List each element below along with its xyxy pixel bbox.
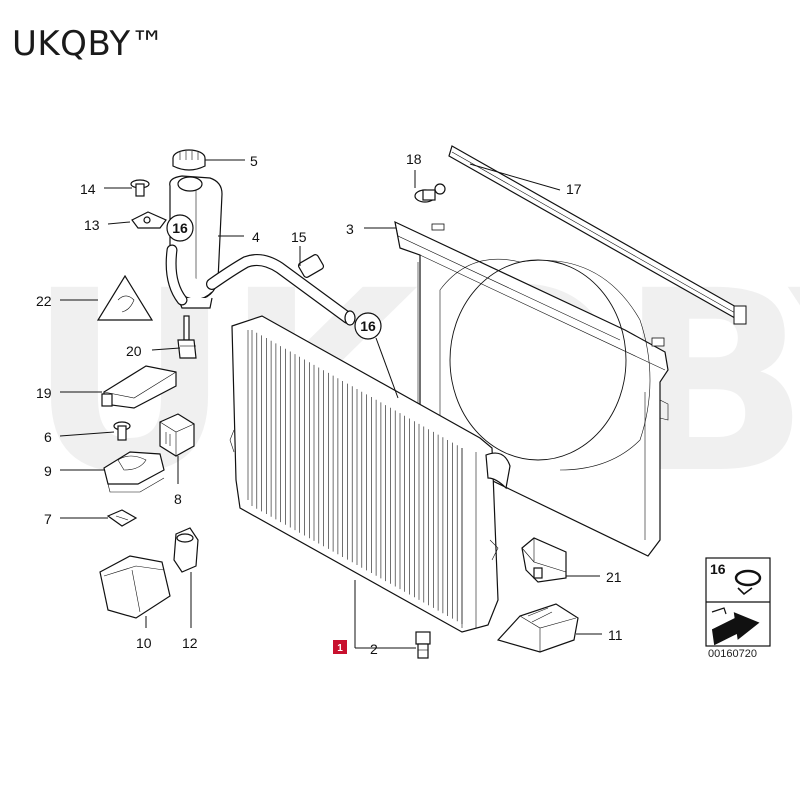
leader-lines xyxy=(59,159,602,649)
legend-box: 16 xyxy=(705,557,771,647)
radiator[interactable] xyxy=(229,315,511,633)
drain-plug[interactable] xyxy=(415,631,431,659)
bolt[interactable] xyxy=(113,421,131,441)
callout-6[interactable]: 6 xyxy=(44,429,52,445)
callout-4[interactable]: 4 xyxy=(252,229,260,245)
callout-3[interactable]: 3 xyxy=(346,221,354,237)
callout-1-highlight[interactable]: 1 xyxy=(333,640,347,654)
callout-14[interactable]: 14 xyxy=(80,181,96,197)
filler-cap[interactable] xyxy=(172,149,206,171)
air-duct-left[interactable] xyxy=(99,555,171,619)
seal-strip[interactable] xyxy=(448,145,747,325)
brand-logo: UKQBY™ xyxy=(12,24,166,64)
air-duct-right[interactable] xyxy=(496,603,579,653)
callout-10[interactable]: 10 xyxy=(136,635,152,651)
callout-numbers: 5 14 13 4 15 3 18 17 22 20 19 6 9 8 7 10… xyxy=(36,151,623,657)
rubber-buffer[interactable] xyxy=(173,527,199,573)
lower-bracket[interactable] xyxy=(103,451,165,493)
callout-19[interactable]: 19 xyxy=(36,385,52,401)
callout-1-label: 1 xyxy=(337,643,343,654)
callout-20[interactable]: 20 xyxy=(126,343,142,359)
direction-arrow-icon xyxy=(711,607,760,646)
fan-shroud[interactable] xyxy=(394,220,669,557)
callout-16-tank-label: 16 xyxy=(172,220,188,236)
screw[interactable] xyxy=(130,179,150,197)
warning-triangle-label[interactable] xyxy=(96,274,154,321)
callout-12[interactable]: 12 xyxy=(182,635,198,651)
callout-8[interactable]: 8 xyxy=(174,491,182,507)
callout-1-box xyxy=(333,640,347,654)
callout-18[interactable]: 18 xyxy=(406,151,422,167)
holder-bracket[interactable] xyxy=(521,537,567,583)
callout-7[interactable]: 7 xyxy=(44,511,52,527)
callout-16-hose-label: 16 xyxy=(360,318,376,334)
callout-11[interactable]: 11 xyxy=(608,627,623,643)
callout-17[interactable]: 17 xyxy=(566,181,582,197)
tank-bracket[interactable] xyxy=(131,211,167,229)
callout-9[interactable]: 9 xyxy=(44,463,52,479)
level-sensor[interactable] xyxy=(177,315,197,359)
callout-15[interactable]: 15 xyxy=(291,229,307,245)
hose-clamp-icon xyxy=(734,569,762,596)
callout-16-circle-tank[interactable]: 16 xyxy=(166,214,194,242)
callout-21[interactable]: 21 xyxy=(606,569,622,585)
callout-22[interactable]: 22 xyxy=(36,293,52,309)
callout-16-circle-hose[interactable]: 16 xyxy=(354,312,382,340)
callout-5[interactable]: 5 xyxy=(250,153,258,169)
legend-callout-16[interactable]: 16 xyxy=(710,561,726,577)
clip-nut[interactable] xyxy=(106,509,138,527)
callout-13[interactable]: 13 xyxy=(84,217,100,233)
rubber-mount[interactable] xyxy=(159,413,195,457)
diagram-code: 00160720 xyxy=(708,648,757,660)
callout-2[interactable]: 2 xyxy=(370,641,378,657)
rivet[interactable] xyxy=(414,183,446,203)
coolant-hose[interactable] xyxy=(165,244,356,326)
mounting-bracket[interactable] xyxy=(101,365,177,409)
